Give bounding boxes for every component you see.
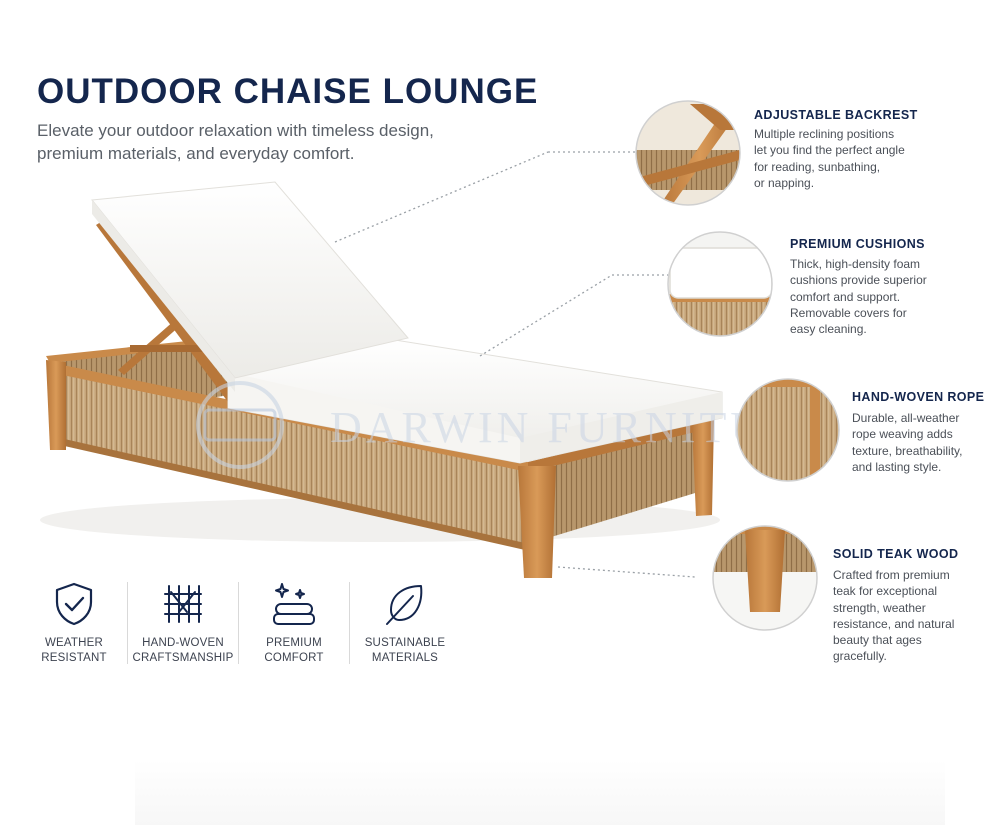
badge-weather-resistant: WEATHER RESISTANT <box>18 582 130 666</box>
cushion-sparkle-icon <box>273 583 315 625</box>
feature-title-rope: HAND-WOVEN ROPE <box>852 390 985 404</box>
badge-sustainable: SUSTAINABLE MATERIALS <box>349 582 461 666</box>
teak-leg <box>46 360 66 450</box>
badge-divider <box>127 582 128 664</box>
feature-desc-backrest: Multiple reclining positions let you fin… <box>754 127 905 190</box>
badge-divider <box>238 582 239 664</box>
shield-check-icon <box>55 582 93 626</box>
feature-desc-rope: Durable, all-weather rope weaving adds t… <box>852 411 963 474</box>
leaf-icon <box>386 585 423 625</box>
backrest-detail-image <box>636 101 740 205</box>
feature-title-cushions: PREMIUM CUSHIONS <box>790 237 925 251</box>
feature-title-backrest: ADJUSTABLE BACKREST <box>754 108 918 122</box>
page-title: OUTDOOR CHAISE LOUNGE <box>37 72 539 111</box>
badge-label: PREMIUM COMFORT <box>264 637 324 664</box>
badge-label: HAND-WOVEN CRAFTSMANSHIP <box>132 637 234 664</box>
badge-label: SUSTAINABLE MATERIALS <box>364 637 446 664</box>
badge-premium-comfort: PREMIUM COMFORT <box>238 582 350 666</box>
feature-desc-cushions: Thick, high-density foam cushions provid… <box>790 257 927 337</box>
badge-hand-woven: HAND-WOVEN CRAFTSMANSHIP <box>127 582 239 666</box>
rope-detail-image <box>737 379 839 481</box>
badge-label: WEATHER RESISTANT <box>41 637 107 664</box>
feature-title-teak: SOLID TEAK WOOD <box>833 547 959 561</box>
page-subtitle: Elevate your outdoor relaxation with tim… <box>37 121 434 163</box>
feature-desc-teak: Crafted from premium teak for exceptiona… <box>833 568 955 664</box>
weave-icon <box>164 585 202 623</box>
bottom-fade <box>135 760 945 825</box>
badge-divider <box>349 582 350 664</box>
